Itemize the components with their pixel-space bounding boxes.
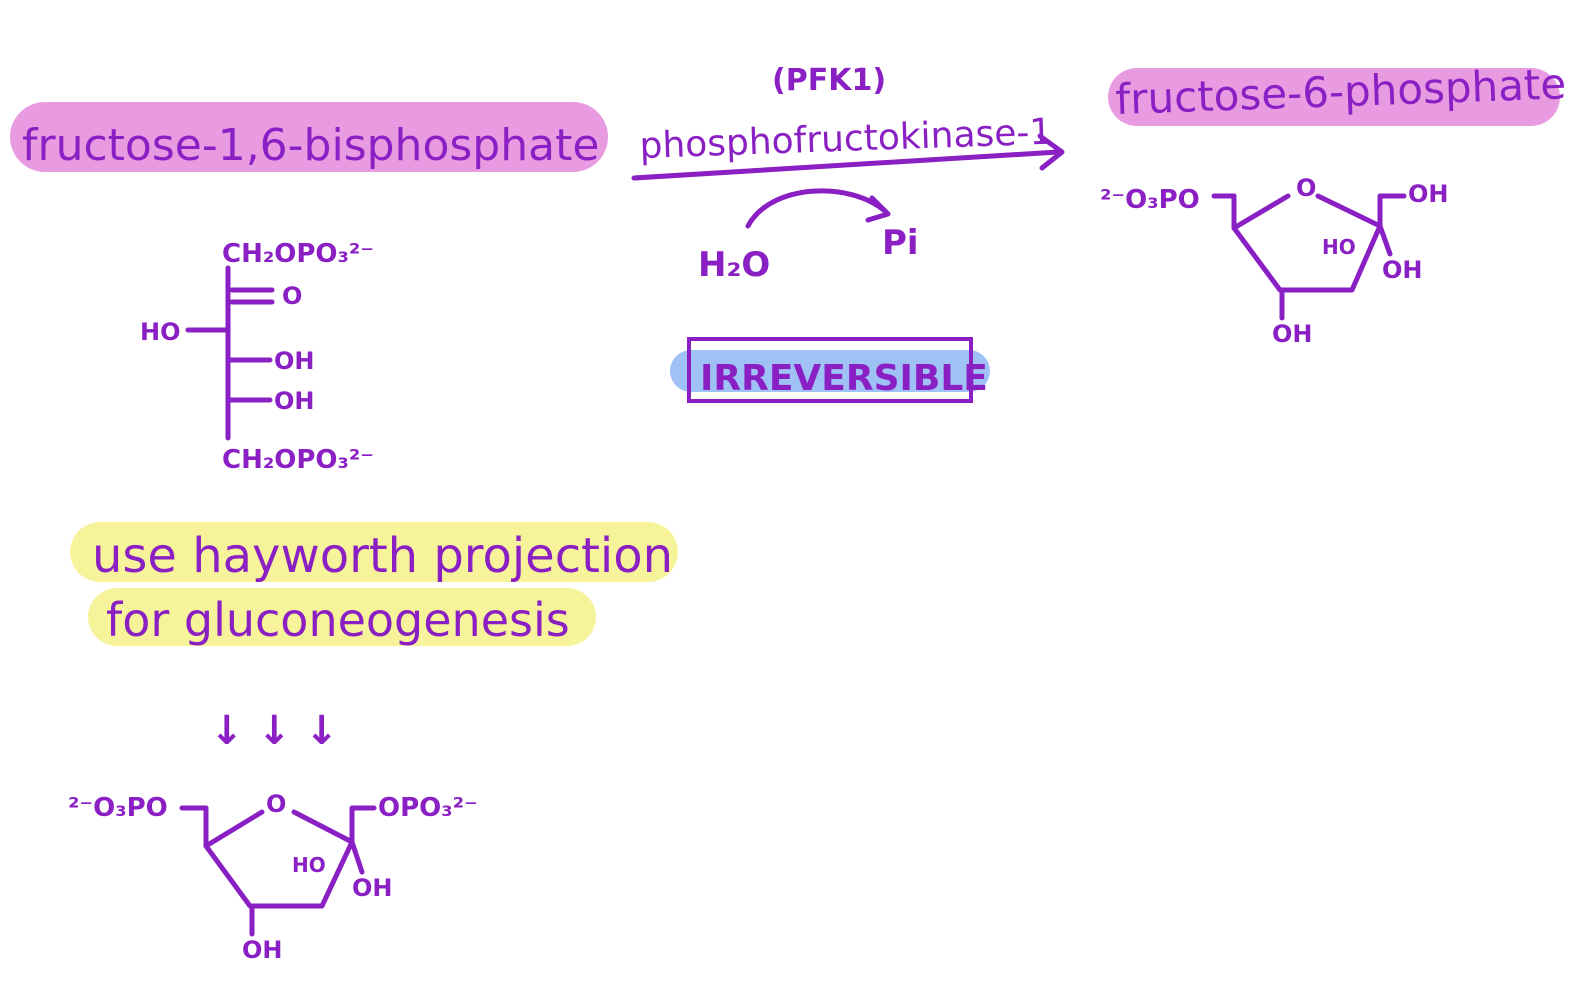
product-right-oh: OH bbox=[1382, 256, 1423, 284]
bis-ring-o: O bbox=[266, 790, 286, 818]
enzyme-name: phosphofructokinase-1 bbox=[639, 112, 1053, 167]
bis-ring-body bbox=[203, 809, 355, 909]
fischer-bottom-group: CH₂OPO₃²⁻ bbox=[222, 445, 374, 475]
water-label: H₂O bbox=[698, 245, 770, 285]
note-line1: use hayworth projection bbox=[92, 528, 673, 584]
phosphate-label: Pi bbox=[882, 223, 919, 263]
fischer-carbonyl-o: O bbox=[282, 282, 302, 310]
irreversible-label: IRREVERSIBLE bbox=[700, 358, 988, 399]
product-top-right-bond bbox=[1377, 193, 1407, 229]
bis-ring-left-top bbox=[203, 805, 265, 849]
bis-bottom-oh: OH bbox=[242, 936, 283, 964]
bis-top-right-bond bbox=[349, 805, 377, 845]
reactant-name: fructose-1,6-bisphosphate bbox=[22, 120, 599, 171]
product-inner-ho: HO bbox=[1322, 235, 1356, 259]
product-haworth-ring: ²⁻O₃PO O OH HO OH OH bbox=[1100, 174, 1449, 348]
note-line1-highlight bbox=[70, 522, 678, 582]
fischer-oh2-label: OH bbox=[274, 387, 315, 415]
reaction-arrow-head bbox=[1037, 133, 1065, 171]
irreversible-highlight bbox=[670, 350, 990, 392]
product-ring-o: O bbox=[1296, 174, 1316, 202]
product-right-oh-bond bbox=[1377, 223, 1393, 257]
note-line2: for gluconeogenesis bbox=[106, 593, 570, 647]
enzyme-abbreviation: (PFK1) bbox=[772, 63, 886, 98]
bisphosphate-haworth-ring: ²⁻O₃PO O OPO₃²⁻ HO OH OH bbox=[68, 790, 478, 964]
irreversible-box bbox=[687, 337, 973, 403]
product-ring-left-top bbox=[1231, 193, 1291, 231]
down-arrows: ↓ ↓ ↓ bbox=[210, 708, 338, 754]
product-ring-body bbox=[1231, 193, 1383, 293]
product-top-oh: OH bbox=[1408, 180, 1449, 208]
reactant-name-highlight bbox=[10, 102, 608, 172]
fischer-projection: CH₂OPO₃²⁻ O HO OH OH CH₂OPO₃²⁻ bbox=[140, 239, 374, 475]
reaction-arrow-shaft bbox=[631, 149, 1061, 181]
bis-right-phosphate: OPO₃²⁻ bbox=[378, 793, 478, 823]
product-phosphate-group: ²⁻O₃PO bbox=[1100, 185, 1200, 215]
fischer-oh1-label: OH bbox=[274, 347, 315, 375]
fischer-top-group: CH₂OPO₃²⁻ bbox=[222, 239, 374, 269]
product-name-highlight bbox=[1108, 68, 1560, 126]
bis-inner-ho: HO bbox=[292, 853, 326, 877]
product-bottom-oh: OH bbox=[1272, 320, 1313, 348]
water-phosphate-curved-arrow bbox=[745, 188, 889, 229]
curved-arrow-head bbox=[865, 195, 891, 223]
bis-right-oh-bond bbox=[349, 839, 365, 875]
bis-left-phosphate: ²⁻O₃PO bbox=[68, 793, 168, 823]
note-line2-highlight bbox=[88, 588, 596, 646]
bis-right-oh: OH bbox=[352, 874, 393, 902]
fischer-ho-label: HO bbox=[140, 318, 181, 346]
